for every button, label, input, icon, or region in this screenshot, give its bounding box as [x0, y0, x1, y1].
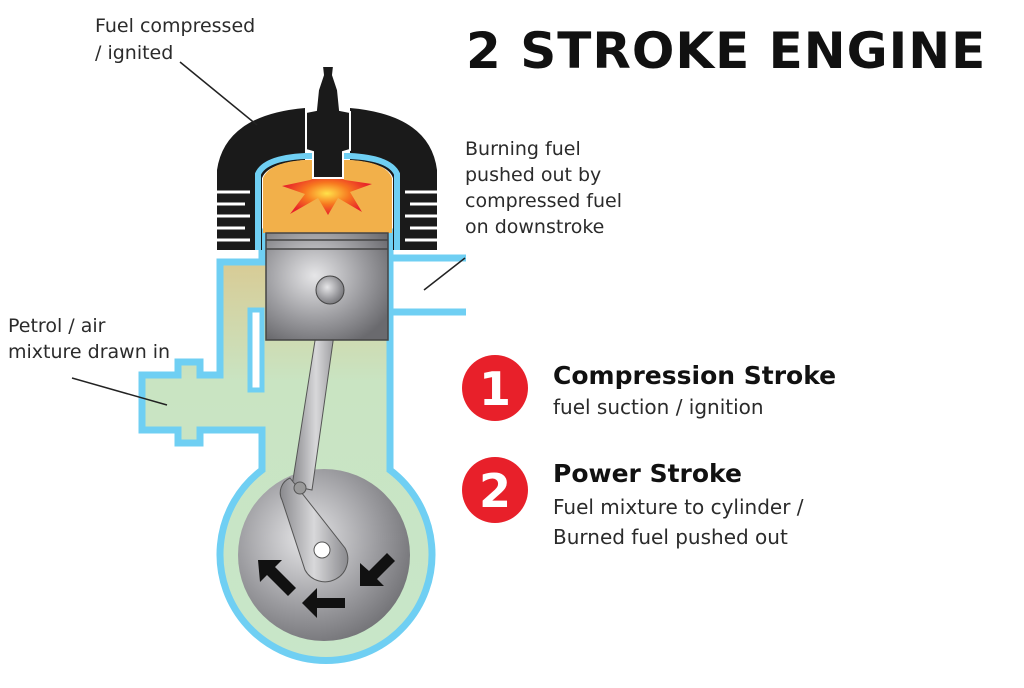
svg-text:on downstroke: on downstroke [465, 216, 604, 238]
ignition-flame [282, 172, 372, 215]
stroke-description: fuel suction / ignition [553, 395, 764, 419]
stroke-2: 2 Power Stroke Fuel mixture to cylinder … [462, 457, 804, 549]
label-burning-fuel: Burning fuel pushed out by compressed fu… [465, 138, 622, 238]
stroke-1: 1 Compression Stroke fuel suction / igni… [462, 355, 836, 421]
svg-text:Fuel compressed: Fuel compressed [95, 15, 255, 37]
arrow-icon [302, 588, 345, 618]
leader-lines [71, 61, 466, 406]
svg-text:1: 1 [479, 362, 511, 416]
crank-arm [279, 477, 349, 583]
crankshaft-center [313, 541, 331, 559]
engine-illustration [71, 61, 466, 664]
arrow-icon [360, 553, 395, 586]
spark-plug [305, 65, 351, 179]
label-petrol-air: Petrol / air mixture drawn in [8, 315, 170, 363]
crank-pin [293, 481, 307, 495]
diagram-title: 2 STROKE ENGINE [466, 22, 986, 80]
stroke-description: Fuel mixture to cylinder / [553, 495, 804, 519]
stroke-name: Compression Stroke [553, 361, 836, 390]
piston-pin [315, 275, 345, 305]
cylinder-head [217, 108, 437, 250]
label-fuel-compressed: Fuel compressed / ignited [95, 15, 255, 64]
svg-text:2: 2 [479, 464, 511, 518]
rotation-arrows [258, 553, 395, 618]
stroke-number-badge [462, 457, 528, 523]
svg-text:compressed fuel: compressed fuel [465, 190, 622, 212]
stroke-description: Burned fuel pushed out [553, 525, 788, 549]
stroke-name: Power Stroke [553, 459, 742, 488]
arrow-icon [258, 560, 296, 596]
transfer-port [247, 307, 265, 393]
svg-text:Burning fuel: Burning fuel [465, 138, 581, 160]
svg-text:/ ignited: / ignited [95, 42, 173, 64]
svg-text:Petrol / air: Petrol / air [8, 315, 106, 337]
cooling-fins [217, 190, 437, 242]
svg-text:pushed out by: pushed out by [465, 164, 601, 186]
svg-text:mixture drawn in: mixture drawn in [8, 341, 170, 363]
stroke-number-badge [462, 355, 528, 421]
